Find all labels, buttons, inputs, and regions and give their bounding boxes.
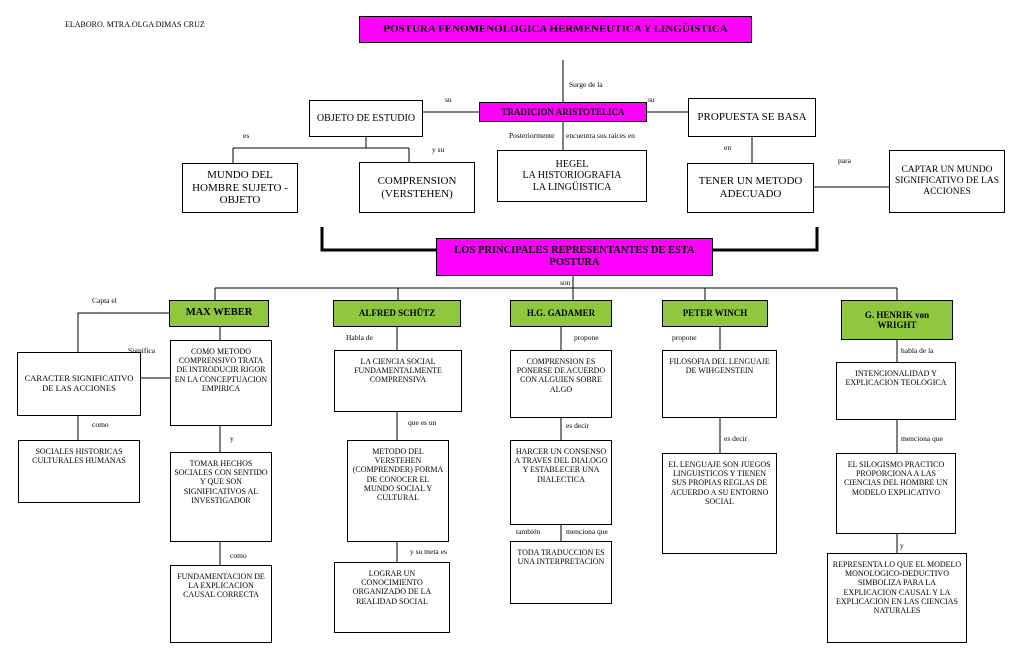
label-son: son	[560, 278, 571, 287]
label-es-decir-2: es decir	[724, 434, 748, 443]
author-alfred-schutz: ALFRED SCHÜTZ	[333, 300, 461, 327]
winch-filosofia: FILOSOFIA DEL LENGUAJE DE WIHGENSTEIN	[662, 350, 777, 418]
label-surge: Surge de la	[569, 80, 603, 89]
label-como-1: como	[92, 420, 109, 429]
gadamer-comprension: COMPRENSION ES PONERSE DE ACUERDO CON AL…	[510, 350, 612, 418]
schutz-metodo-verstehen: METODO DEL VERSTEHEN (COMPRENDER) FORMA …	[347, 440, 449, 542]
label-es: es	[243, 131, 250, 140]
wright-intencionalidad: INTENCIONALIDAD Y EXPLICACION TEOLOGICA	[836, 362, 956, 420]
author-max-weber: MAX WEBER	[169, 300, 269, 327]
label-como-2: como	[230, 551, 247, 560]
wright-silogismo: EL SILOGISMO PRACTICO PROPORCIONA A LAS …	[836, 453, 956, 534]
label-en: en	[724, 143, 732, 152]
weber-fundamentacion: FUNDAMENTACION DE LA EXPLICACION CAUSAL …	[170, 565, 272, 643]
author-von-wright: G. HENRIK von WRIGHT	[841, 300, 953, 340]
label-su-left: su	[445, 95, 452, 104]
node-captar-mundo: CAPTAR UN MUNDO SIGNIFICATIVO DE LAS ACC…	[889, 150, 1005, 213]
label-habla-de: Habla de	[346, 333, 373, 342]
label-su-right: su	[648, 95, 655, 104]
schutz-ciencia-social: LA CIENCIA SOCIAL FUNDAMENTALMENTE COMPR…	[334, 350, 462, 412]
weber-tomar-hechos: TOMAR HECHOS SOCIALES CON SENTIDO Y QUE …	[170, 452, 272, 542]
label-menciona-que-1: menciona que	[566, 527, 608, 536]
schutz-lograr: LOGRAR UN CONOCIMIENTO ORGANIZADO DE LA …	[334, 562, 450, 633]
label-propone-2: propone	[672, 333, 697, 342]
label-para: para	[838, 156, 851, 165]
main-title: POSTURA FENOMENOLOGICA HERMENEUTICA Y LI…	[359, 16, 752, 43]
label-y-su-meta: y su meta es	[410, 547, 447, 556]
label-y-su: y su	[432, 145, 445, 154]
label-habla-de-la: habla de la	[901, 346, 934, 355]
label-propone-1: propone	[574, 333, 599, 342]
weber-caracter: CARACTER SIGNIFICATIVO DE LAS ACCIONES	[17, 352, 141, 416]
node-comprension: COMPRENSION (VERSTEHEN)	[359, 162, 475, 213]
label-que-es-un: que es un	[408, 418, 437, 427]
node-representantes: LOS PRINCIPALES REPRESENTANTES DE ESTA P…	[436, 238, 713, 276]
node-objeto-estudio: OBJETO DE ESTUDIO	[309, 100, 423, 137]
label-capta: Capta el	[92, 296, 117, 305]
node-propuesta: PROPUESTA SE BASA	[688, 98, 816, 137]
label-y-1: y	[230, 434, 234, 443]
node-hegel: HEGEL LA HISTORIOGRAFIA LA LINGÜISTICA	[497, 150, 647, 202]
label-encuentra: encuentra sus raíces en	[566, 131, 635, 140]
wright-representa: REPRESENTA LO QUE EL MODELO MONOLOGICO-D…	[827, 553, 967, 643]
author-peter-winch: PETER WINCH	[662, 300, 768, 327]
weber-sociales: SOCIALES HISTORICAS CULTURALES HUMANAS	[18, 440, 140, 503]
label-menciona-que-2: menciona que	[901, 434, 943, 443]
label-es-decir-1: es decir	[566, 421, 590, 430]
gadamer-hacer-consenso: HARCER UN CONSENSO A TRAVES DEL DIALOGO …	[510, 440, 612, 525]
label-posteriormente: Posteriormente	[509, 131, 555, 140]
label-y-2: y	[900, 541, 904, 550]
weber-metodo: COMO METODO COMPRENSIVO TRATA DE INTRODU…	[170, 340, 272, 426]
author-credit: ELABORO. MTRA.OLGA DIMAS CRUZ	[65, 20, 205, 29]
gadamer-toda-traduccion: TODA TRADUCCION ES UNA INTERPRETACION	[510, 541, 612, 604]
author-gadamer: H.G. GADAMER	[510, 300, 612, 327]
label-tambien: también	[516, 527, 541, 536]
node-tener-metodo: TENER UN METODO ADECUADO	[687, 163, 814, 213]
node-tradicion-aristotelica: TRADICION ARISTOTELICA	[479, 102, 647, 122]
winch-lenguaje: EL LENGUAJE SON JUEGOS LINGUISTICOS Y TI…	[662, 453, 777, 554]
node-mundo-hombre: MUNDO DEL HOMBRE SUJETO - OBJETO	[182, 163, 298, 213]
